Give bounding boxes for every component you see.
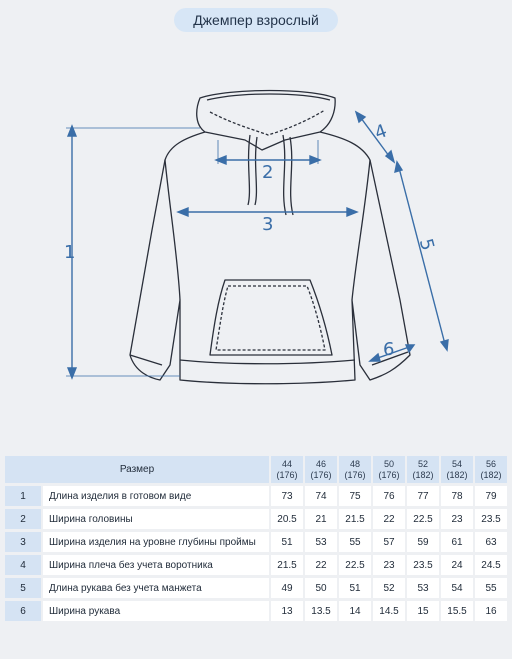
table-cell: 51 bbox=[339, 578, 371, 598]
table-cell: 77 bbox=[407, 486, 439, 506]
table-cell: 22.5 bbox=[339, 555, 371, 575]
table-cell: 73 bbox=[271, 486, 303, 506]
table-cell: 57 bbox=[373, 532, 405, 552]
drawstring-left bbox=[247, 134, 251, 206]
dim-label-1: 1 bbox=[64, 242, 75, 263]
size-table: Размер 44(176) 46(176) 48(176) 50(176) 5… bbox=[3, 453, 509, 624]
row-label: Ширина рукава bbox=[43, 601, 269, 621]
right-cuff-seam bbox=[371, 351, 409, 366]
table-cell: 13 bbox=[271, 601, 303, 621]
size-header-label: Размер bbox=[5, 456, 269, 483]
table-cell: 50 bbox=[305, 578, 337, 598]
table-cell: 24.5 bbox=[475, 555, 507, 575]
table-cell: 22 bbox=[373, 509, 405, 529]
hoodie-diagram: 1 2 3 4 5 6 bbox=[64, 89, 449, 385]
dim-label-4: 4 bbox=[372, 120, 390, 144]
body-outline bbox=[129, 131, 411, 385]
table-cell: 51 bbox=[271, 532, 303, 552]
table-row: 5 Длина рукава без учета манжета 49 50 5… bbox=[5, 578, 507, 598]
pocket-stitch bbox=[215, 285, 326, 351]
dim-label-3: 3 bbox=[262, 214, 273, 235]
row-label: Ширина изделия на уровне глубины проймы bbox=[43, 532, 269, 552]
hoodie-outline bbox=[129, 89, 411, 385]
size-col-44: 44(176) bbox=[271, 456, 303, 483]
table-cell: 13.5 bbox=[305, 601, 337, 621]
table-cell: 53 bbox=[407, 578, 439, 598]
row-label: Ширина головины bbox=[43, 509, 269, 529]
table-cell: 63 bbox=[475, 532, 507, 552]
table-cell: 21.5 bbox=[271, 555, 303, 575]
table-cell: 59 bbox=[407, 532, 439, 552]
left-cuff-seam bbox=[129, 354, 163, 366]
hem-seam bbox=[179, 359, 356, 365]
table-cell: 14.5 bbox=[373, 601, 405, 621]
hood-seam bbox=[206, 93, 331, 101]
table-cell: 61 bbox=[441, 532, 473, 552]
table-cell: 21 bbox=[305, 509, 337, 529]
table-cell: 16 bbox=[475, 601, 507, 621]
size-col-56: 56(182) bbox=[475, 456, 507, 483]
table-cell: 23.5 bbox=[407, 555, 439, 575]
drawstring-right bbox=[282, 134, 287, 216]
table-row: 1 Длина изделия в готовом виде 73 74 75 … bbox=[5, 486, 507, 506]
dim-label-2: 2 bbox=[262, 162, 273, 183]
table-cell: 52 bbox=[373, 578, 405, 598]
table-cell: 24 bbox=[441, 555, 473, 575]
table-cell: 20.5 bbox=[271, 509, 303, 529]
table-row: 6 Ширина рукава 13 13.5 14 14.5 15 15.5 … bbox=[5, 601, 507, 621]
hood-stitch bbox=[209, 109, 326, 136]
table-cell: 23 bbox=[441, 509, 473, 529]
row-number: 5 bbox=[5, 578, 41, 598]
row-number: 3 bbox=[5, 532, 41, 552]
table-cell: 53 bbox=[305, 532, 337, 552]
dimension-lines bbox=[66, 110, 449, 380]
table-cell: 23 bbox=[373, 555, 405, 575]
table-cell: 54 bbox=[441, 578, 473, 598]
pocket-outline bbox=[209, 279, 333, 356]
table-row: 3 Ширина изделия на уровне глубины пройм… bbox=[5, 532, 507, 552]
right-armhole bbox=[351, 159, 371, 301]
table-cell: 55 bbox=[339, 532, 371, 552]
table-cell: 22.5 bbox=[407, 509, 439, 529]
table-cell: 15.5 bbox=[441, 601, 473, 621]
table-cell: 55 bbox=[475, 578, 507, 598]
row-number: 1 bbox=[5, 486, 41, 506]
hood-shape bbox=[196, 89, 336, 151]
size-col-54: 54(182) bbox=[441, 456, 473, 483]
size-col-46: 46(176) bbox=[305, 456, 337, 483]
table-row: 4 Ширина плеча без учета воротника 21.5 … bbox=[5, 555, 507, 575]
left-armhole bbox=[164, 159, 181, 301]
row-label: Длина изделия в готовом виде bbox=[43, 486, 269, 506]
page-title: Джемпер взрослый bbox=[174, 8, 338, 32]
table-cell: 15 bbox=[407, 601, 439, 621]
size-col-52: 52(182) bbox=[407, 456, 439, 483]
row-number: 4 bbox=[5, 555, 41, 575]
size-table-header: Размер 44(176) 46(176) 48(176) 50(176) 5… bbox=[5, 456, 507, 483]
row-number: 6 bbox=[5, 601, 41, 621]
table-cell: 22 bbox=[305, 555, 337, 575]
size-col-48: 48(176) bbox=[339, 456, 371, 483]
row-number: 2 bbox=[5, 509, 41, 529]
dim-label-5: 5 bbox=[415, 236, 438, 252]
table-cell: 78 bbox=[441, 486, 473, 506]
table-cell: 23.5 bbox=[475, 509, 507, 529]
table-cell: 79 bbox=[475, 486, 507, 506]
drawstring-left-2 bbox=[254, 136, 258, 206]
dim-label-6: 6 bbox=[383, 339, 394, 360]
row-label: Ширина плеча без учета воротника bbox=[43, 555, 269, 575]
row-label: Длина рукава без учета манжета bbox=[43, 578, 269, 598]
table-cell: 75 bbox=[339, 486, 371, 506]
table-cell: 14 bbox=[339, 601, 371, 621]
drawstring-right-2 bbox=[289, 136, 294, 216]
size-col-50: 50(176) bbox=[373, 456, 405, 483]
table-row: 2 Ширина головины 20.5 21 21.5 22 22.5 2… bbox=[5, 509, 507, 529]
table-cell: 49 bbox=[271, 578, 303, 598]
table-cell: 74 bbox=[305, 486, 337, 506]
table-cell: 76 bbox=[373, 486, 405, 506]
table-cell: 21.5 bbox=[339, 509, 371, 529]
